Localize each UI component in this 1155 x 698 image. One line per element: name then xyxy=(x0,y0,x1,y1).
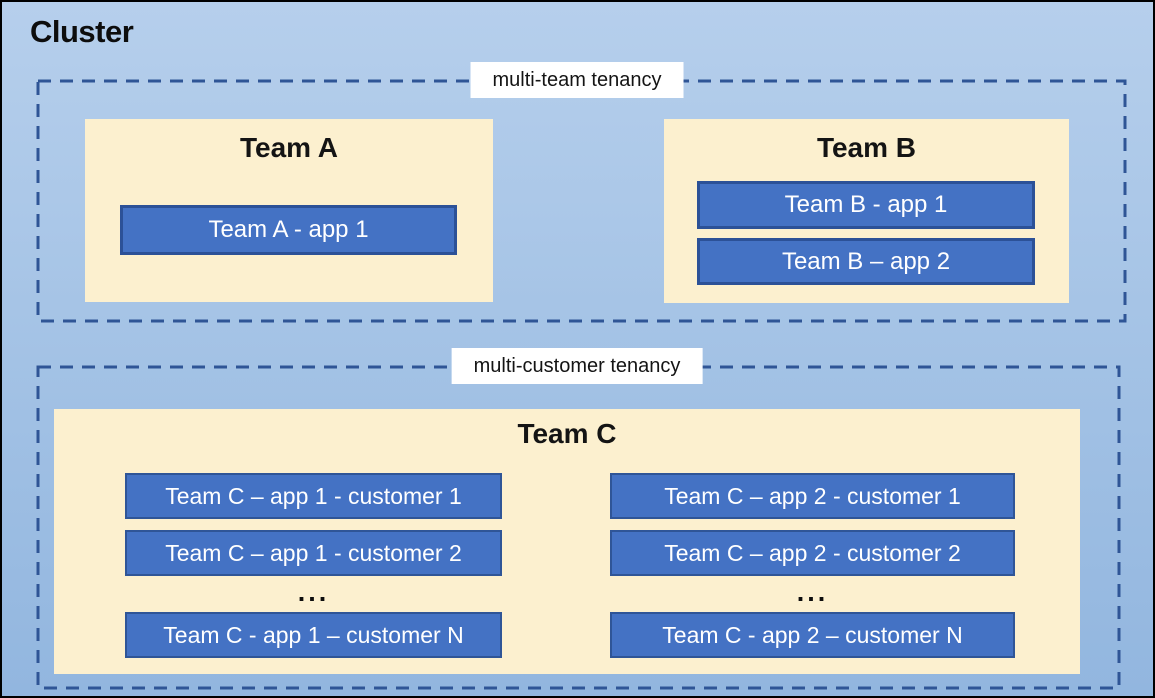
team-b-box: Team B Team B - app 1 Team B – app 2 xyxy=(664,119,1069,303)
team-c-app2-ellipsis: ... xyxy=(796,577,829,607)
team-c-app1-customer-1: Team C – app 1 - customer 1 xyxy=(125,473,502,519)
multi-team-tenancy-label: multi-team tenancy xyxy=(470,62,684,98)
team-a-title: Team A xyxy=(239,132,339,163)
team-c-title: Team C xyxy=(517,418,617,449)
team-c-app2-customer-n: Team C - app 2 – customer N xyxy=(610,612,1015,658)
cluster-title: Cluster xyxy=(30,14,134,49)
team-b-app-2: Team B – app 2 xyxy=(697,238,1035,285)
team-c-box: Team C Team C – app 1 - customer 1 Team … xyxy=(54,409,1080,674)
team-c-app1-customer-2: Team C – app 1 - customer 2 xyxy=(125,530,502,576)
team-c-app1-customer-n: Team C - app 1 – customer N xyxy=(125,612,502,658)
team-c-app2-customer-1: Team C – app 2 - customer 1 xyxy=(610,473,1015,519)
multi-customer-tenancy-label: multi-customer tenancy xyxy=(451,348,703,384)
team-a-app-1: Team A - app 1 xyxy=(120,205,457,255)
team-b-app-1: Team B - app 1 xyxy=(697,181,1035,229)
team-a-box: Team A Team A - app 1 xyxy=(85,119,493,302)
team-c-app2-customer-2: Team C – app 2 - customer 2 xyxy=(610,530,1015,576)
team-c-app1-ellipsis: ... xyxy=(297,577,330,607)
team-b-title: Team B xyxy=(816,132,917,163)
